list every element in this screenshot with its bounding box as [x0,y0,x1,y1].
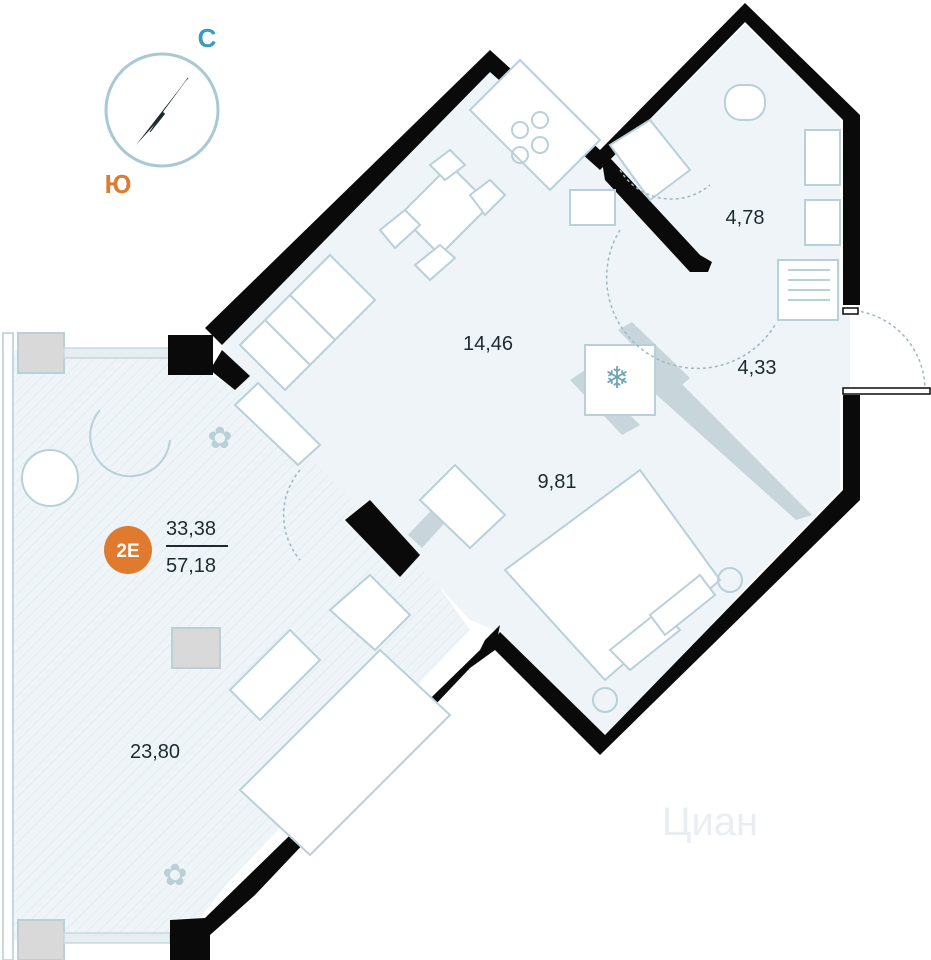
terrace [2,332,470,960]
plant-icon-2: ✿ [162,859,187,892]
living-area: 33,38 [166,518,216,540]
desk [418,463,507,550]
compass-north-label: С [198,23,217,53]
terrace-column-top [17,332,65,374]
bed [503,468,722,682]
room-labels: 4,78 14,46 4,33 9,81 23,80 [130,207,777,763]
compass-needle-south [136,78,188,145]
room-area-bedroom: 9,81 [538,471,577,493]
apartment-code: 2E [116,541,139,562]
kitchen-sink [569,189,616,226]
terrace-table [21,449,79,507]
compass-south-label: Ю [105,169,132,199]
radiator [233,381,322,467]
partitions: ❄ [408,322,812,548]
terrace-column [171,627,221,669]
terrace-railing [2,332,14,960]
terrace-sofa-part [228,628,322,722]
room-area-bathroom: 4,78 [726,207,765,229]
plant-icon: ✿ [207,422,232,455]
furniture: ✿ ✿ [21,58,841,892]
sofa [238,253,377,392]
terrace-sofa [238,648,452,857]
bathroom-sink [804,129,841,186]
entrance-door [842,307,931,395]
nightstand-lamp [717,567,743,593]
wardrobe [584,344,656,416]
compass: С Ю [104,23,220,199]
watermark: Циан [662,800,758,844]
room-area-terrace: 23,80 [130,741,180,763]
bath-cabinet [608,118,692,202]
room-area-kitchen-living: 14,46 [463,333,513,355]
doors [282,169,926,561]
apartment-badge: 2E 33,38 57,18 [104,518,228,577]
terrace-lamp [89,409,171,478]
toilet [724,84,766,121]
terrace-column-bottom [17,919,65,960]
room-area-hallway: 4,33 [738,357,777,379]
total-area: 57,18 [166,555,216,577]
apartment-code-badge [104,526,152,574]
washing-machine [804,199,841,246]
snowflake-icon: ❄ [604,362,629,395]
